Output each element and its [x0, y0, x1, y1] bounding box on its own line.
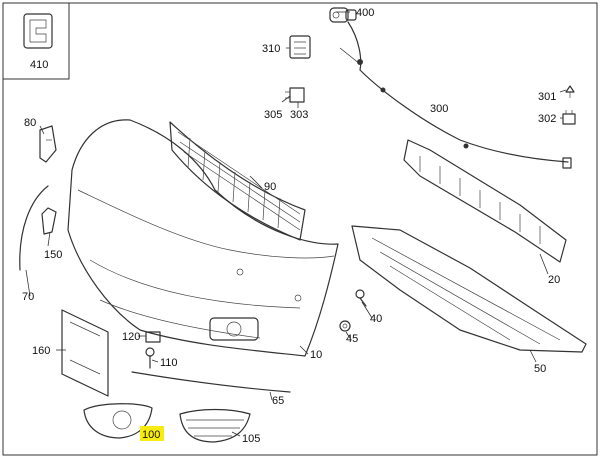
inset-box-410 — [2, 2, 70, 80]
callout-70[interactable]: 70 — [22, 291, 34, 303]
callout-65[interactable]: 65 — [272, 395, 284, 407]
part-310-bracket[interactable] — [289, 35, 311, 59]
callout-410[interactable]: 410 — [30, 59, 48, 71]
part-65-trim-strip[interactable] — [131, 371, 291, 393]
part-90-grille[interactable] — [169, 121, 306, 241]
callout-110[interactable]: 110 — [160, 357, 178, 369]
part-10-front-bumper[interactable] — [67, 119, 339, 357]
callout-100[interactable]: 100 — [142, 429, 160, 441]
part-305-303-holder[interactable] — [285, 87, 305, 103]
callout-105[interactable]: 105 — [242, 433, 260, 445]
part-45-nut[interactable] — [339, 320, 351, 332]
callout-90[interactable]: 90 — [264, 181, 276, 193]
callout-45[interactable]: 45 — [346, 333, 358, 345]
leader-lines — [25, 11, 567, 437]
callout-10[interactable]: 10 — [310, 349, 322, 361]
part-105-grille-insert[interactable] — [179, 408, 251, 443]
part-70-trim-strip[interactable] — [19, 185, 49, 271]
callout-150[interactable]: 150 — [44, 249, 62, 261]
part-150-bracket[interactable] — [41, 207, 57, 235]
callout-highlight — [140, 426, 164, 441]
callout-303[interactable]: 303 — [290, 109, 308, 121]
callout-305[interactable]: 305 — [264, 109, 282, 121]
callout-400[interactable]: 400 — [356, 7, 374, 19]
part-120-clip[interactable] — [145, 331, 161, 343]
callout-300[interactable]: 300 — [430, 103, 448, 115]
part-302-connector[interactable] — [562, 110, 576, 125]
callout-301[interactable]: 301 — [538, 91, 556, 103]
part-300-wiring-harness[interactable] — [347, 21, 569, 163]
callout-50[interactable]: 50 — [534, 363, 546, 375]
part-50-underbody-panel[interactable] — [351, 225, 587, 353]
part-410-clip[interactable] — [23, 13, 53, 49]
callout-160[interactable]: 160 — [32, 345, 50, 357]
callout-80[interactable]: 80 — [24, 117, 36, 129]
part-400-sensor[interactable] — [329, 7, 357, 23]
callout-120[interactable]: 120 — [122, 331, 140, 343]
callout-40[interactable]: 40 — [370, 313, 382, 325]
callout-302[interactable]: 302 — [538, 113, 556, 125]
part-20-impact-absorber[interactable] — [403, 139, 567, 263]
part-110-screw[interactable] — [145, 347, 155, 369]
part-40-screw[interactable] — [355, 289, 367, 307]
part-301-connector[interactable] — [565, 85, 575, 98]
part-80-bracket[interactable] — [39, 125, 57, 163]
callout-310[interactable]: 310 — [262, 43, 280, 55]
callout-20[interactable]: 20 — [548, 274, 560, 286]
part-160-license-plate-holder[interactable] — [61, 309, 109, 397]
